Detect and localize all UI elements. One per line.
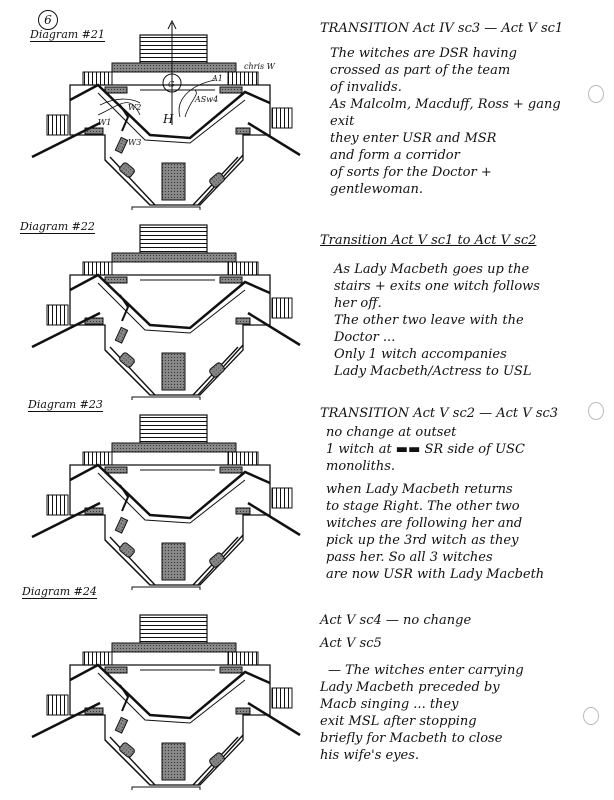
transition-note-1: TRANSITION Act IV sc3 — Act V sc1 The wi…	[320, 20, 605, 198]
diagram-22-label: Diagram #22	[20, 220, 95, 234]
punch-hole	[588, 85, 604, 103]
note-heading: TRANSITION Act IV sc3 — Act V sc1	[320, 21, 564, 36]
note-line: and form a corridor	[330, 148, 460, 163]
note-heading: Transition Act V sc1 to Act V sc2	[320, 233, 537, 248]
note-line: exit MSL after stopping	[320, 714, 477, 729]
note-line: they enter USR and MSR	[330, 131, 497, 146]
note-heading: Act V sc4 — no change	[320, 613, 472, 628]
note-line: witches are following her and	[326, 516, 523, 531]
stage-diagram-24	[0, 585, 310, 790]
transition-note-3: TRANSITION Act V sc2 — Act V sc3 no chan…	[320, 405, 605, 583]
diagram-24-label: Diagram #24	[22, 585, 97, 599]
note-line: crossed as part of the team	[330, 63, 511, 78]
note-line: Lady Macbeth preceded by	[320, 680, 500, 695]
diagram-23-label: Diagram #23	[28, 398, 103, 412]
note-line: briefly for Macbeth to close	[320, 731, 503, 746]
note-line: exit	[330, 114, 355, 129]
note-line: Act V sc5	[320, 636, 382, 651]
note-line: 1 witch at ▬▬ SR side of USC	[326, 442, 525, 457]
punch-hole	[588, 402, 604, 420]
annotation-g: G	[168, 80, 175, 89]
annotation-chris: chris W	[244, 62, 276, 71]
note-line: of sorts for the Doctor +	[330, 165, 492, 180]
note-line: his wife's eyes.	[320, 748, 420, 763]
note-heading: TRANSITION Act V sc2 — Act V sc3	[320, 406, 559, 421]
stage-diagram-21: G chris W A1 ASw4 H W1 W2 W3	[0, 19, 310, 210]
stage-diagram-22	[0, 195, 310, 400]
note-line: Only 1 witch accompanies	[334, 347, 507, 362]
note-line: As Lady Macbeth goes up the	[334, 262, 530, 277]
annotation-h: H	[162, 112, 174, 126]
note-line: monoliths.	[326, 459, 396, 474]
transition-note-2: Transition Act V sc1 to Act V sc2 As Lad…	[320, 232, 605, 380]
note-line: her off.	[334, 296, 382, 311]
note-line: stairs + exits one witch follows	[334, 279, 540, 294]
note-line: pick up the 3rd witch as they	[326, 533, 519, 548]
note-line: As Malcolm, Macduff, Ross + gang	[330, 97, 561, 112]
annotation-w2: W2	[128, 103, 141, 112]
note-line: Lady Macbeth/Actress to USL	[334, 364, 532, 379]
note-line: gentlewoman.	[330, 182, 423, 197]
note-line: to stage Right. The other two	[326, 499, 520, 514]
stage-diagram-23	[0, 385, 310, 590]
note-line: Doctor ...	[334, 330, 396, 345]
punch-hole	[583, 707, 599, 725]
note-line: when Lady Macbeth returns	[326, 482, 513, 497]
annotation-w3: W3	[128, 138, 141, 147]
annotation-w1: W1	[98, 118, 111, 127]
page-number: 6	[38, 10, 58, 30]
note-line: The other two leave with the	[334, 313, 524, 328]
note-line: of invalids.	[330, 80, 402, 95]
note-line: no change at outset	[326, 425, 457, 440]
note-line: are now USR with Lady Macbeth	[326, 567, 545, 582]
diagram-21-label: Diagram #21	[30, 28, 105, 42]
annotation-asw: ASw4	[194, 95, 218, 104]
annotation-a1: A1	[211, 74, 223, 83]
transition-note-4: Act V sc4 — no change Act V sc5 — The wi…	[320, 612, 605, 764]
note-line: The witches are DSR having	[330, 46, 517, 61]
note-line: pass her. So all 3 witches	[326, 550, 493, 565]
note-line: — The witches enter carrying	[328, 663, 524, 678]
note-line: Macb singing ... they	[320, 697, 459, 712]
